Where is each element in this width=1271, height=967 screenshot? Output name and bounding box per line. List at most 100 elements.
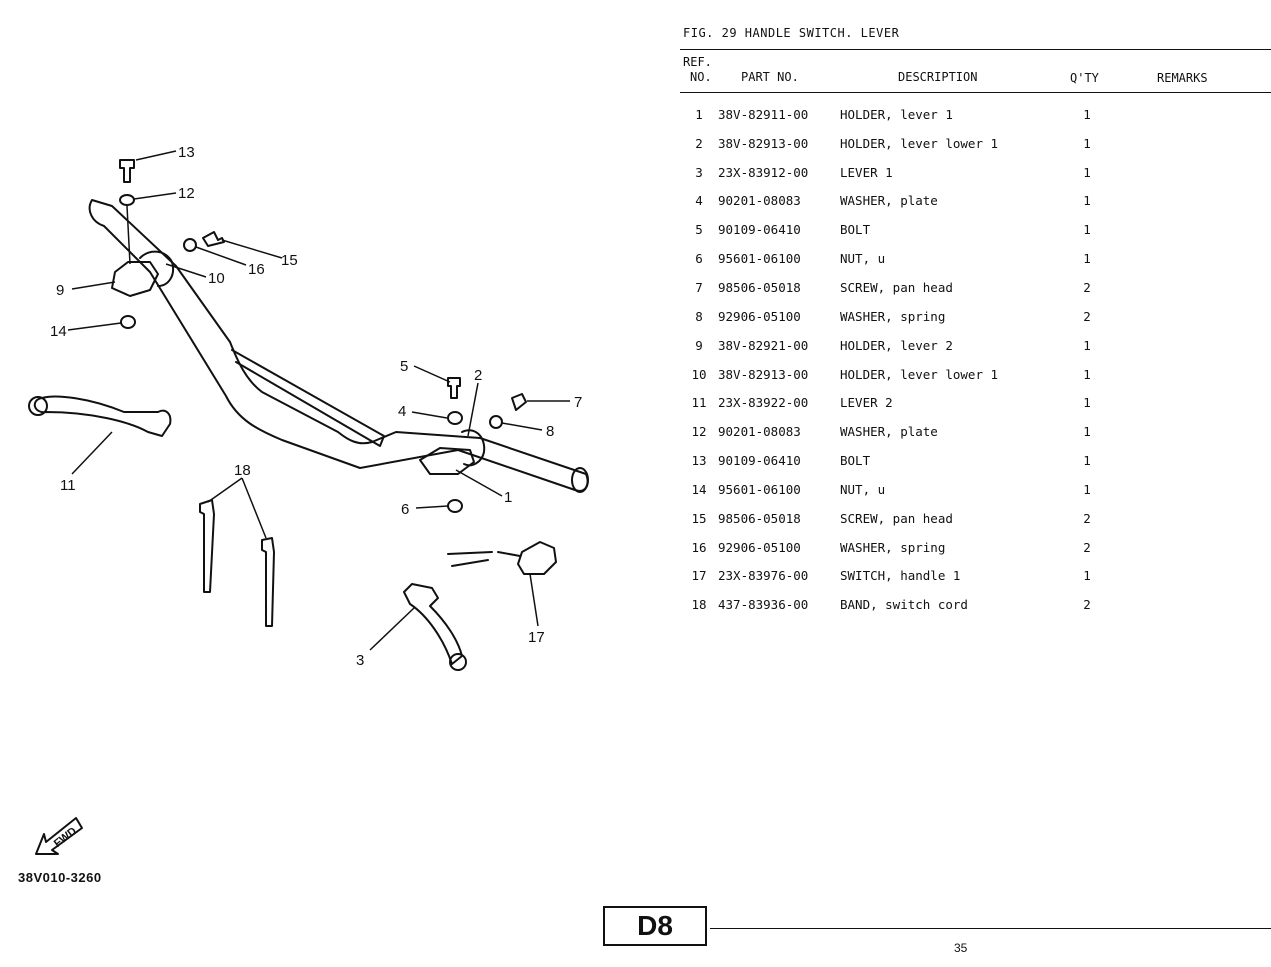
remarks-cell [1112, 244, 1232, 273]
description-cell: HOLDER, lever lower 1 [840, 366, 999, 382]
qty-cell: 1 [1083, 366, 1091, 382]
part-number-cell: 23X-83976-00 [718, 568, 809, 584]
cord-band-b [261, 537, 275, 627]
description-cell: LEVER 1 [840, 164, 893, 180]
description-cell: SCREW, pan head [840, 279, 953, 295]
ref-cell: 9 [695, 337, 703, 353]
description-cell: LEVER 2 [840, 395, 893, 411]
screw-15 [202, 231, 225, 247]
footer-rule [710, 928, 1271, 929]
callout-15: 15 [281, 252, 298, 269]
remarks-cell [1112, 100, 1232, 129]
qty-cell: 2 [1083, 279, 1091, 295]
part-number-cell: 90109-06410 [718, 222, 801, 238]
part-number-cell: 90109-06410 [718, 453, 801, 469]
description-cell: WASHER, spring [840, 539, 946, 555]
qty-cell: 2 [1083, 308, 1091, 324]
remarks-cell [1112, 590, 1232, 619]
right-holder-lower [461, 429, 486, 467]
part-number-cell: 90201-08083 [718, 193, 801, 209]
part-number-cell: 95601-06100 [718, 481, 801, 497]
handle-switch [517, 541, 557, 575]
callout-13: 13 [178, 144, 195, 161]
col-part-no: PART NO. [741, 70, 799, 84]
remarks-cell [1112, 475, 1232, 504]
cord-band-a [199, 499, 215, 593]
remarks-cell [1112, 504, 1232, 533]
fwd-arrow-icon: FWD [35, 817, 83, 855]
ref-cell: 16 [691, 539, 707, 555]
qty-cell: 1 [1083, 453, 1091, 469]
remarks-cell [1112, 215, 1232, 244]
switch-cord [447, 551, 521, 567]
ref-cell: 3 [695, 164, 703, 180]
callout-10: 10 [208, 270, 225, 287]
callout-7: 7 [574, 394, 582, 411]
description-cell: SCREW, pan head [840, 510, 953, 526]
remarks-cell [1112, 562, 1232, 591]
ref-cell: 1 [695, 106, 703, 122]
description-cell: HOLDER, lever 1 [840, 106, 953, 122]
part-number-cell: 98506-05018 [718, 510, 801, 526]
callout-3: 3 [356, 652, 364, 669]
remarks-cell [1112, 388, 1232, 417]
part-number-cell: 38V-82913-00 [718, 135, 809, 151]
callout-6: 6 [401, 501, 409, 518]
qty-cell: 1 [1083, 251, 1091, 267]
remarks-cell [1112, 360, 1232, 389]
col-ref-line2: NO. [690, 70, 712, 84]
part-number-cell: 92906-05100 [718, 308, 801, 324]
drawing-number: 38V010-3260 [18, 870, 102, 885]
callout-12: 12 [178, 185, 195, 202]
remarks-cell [1112, 446, 1232, 475]
part-number-cell: 38V-82913-00 [718, 366, 809, 382]
description-cell: NUT, u [840, 251, 886, 267]
callout-2: 2 [474, 367, 482, 384]
col-ref-line1: REF. [683, 55, 712, 69]
ref-cell: 15 [691, 510, 707, 526]
left-lever-holder [111, 261, 159, 297]
nut-6 [447, 499, 463, 513]
remarks-cell [1112, 187, 1232, 216]
ref-cell: 8 [695, 308, 703, 324]
remarks-cell [1112, 533, 1232, 562]
callout-9: 9 [56, 282, 64, 299]
callout-1: 1 [504, 489, 512, 506]
ref-cell: 7 [695, 279, 703, 295]
handlebar-end-right [571, 467, 589, 493]
bolt-5 [447, 377, 461, 399]
part-number-cell: 437-83936-00 [718, 597, 809, 613]
header-top-rule [680, 49, 1271, 50]
exploded-parts-diagram: 13 12 15 16 10 9 14 5 2 4 7 8 6 1 11 18 … [28, 144, 589, 671]
description-cell: BOLT [840, 453, 871, 469]
washer-8 [489, 415, 503, 429]
callout-5: 5 [400, 358, 408, 375]
left-holder-lower [139, 250, 174, 287]
qty-cell: 1 [1083, 135, 1091, 151]
part-number-cell: 23X-83922-00 [718, 395, 809, 411]
table-row: 9 38V-82921-00 HOLDER, lever 2 1 [680, 331, 1232, 360]
qty-cell: 1 [1083, 337, 1091, 353]
section-code: D8 [603, 906, 707, 946]
leader-lines [67, 150, 570, 651]
part-number-cell: 38V-82921-00 [718, 337, 809, 353]
remarks-cell [1112, 331, 1232, 360]
callout-16: 16 [248, 261, 265, 278]
description-cell: WASHER, plate [840, 193, 938, 209]
handlebar-crossbrace [231, 349, 385, 447]
right-lever-holder [419, 447, 475, 475]
washer-12 [119, 194, 135, 206]
lever-2 [33, 395, 172, 437]
callout-14: 14 [50, 323, 67, 340]
description-cell: HOLDER, lever 2 [840, 337, 953, 353]
